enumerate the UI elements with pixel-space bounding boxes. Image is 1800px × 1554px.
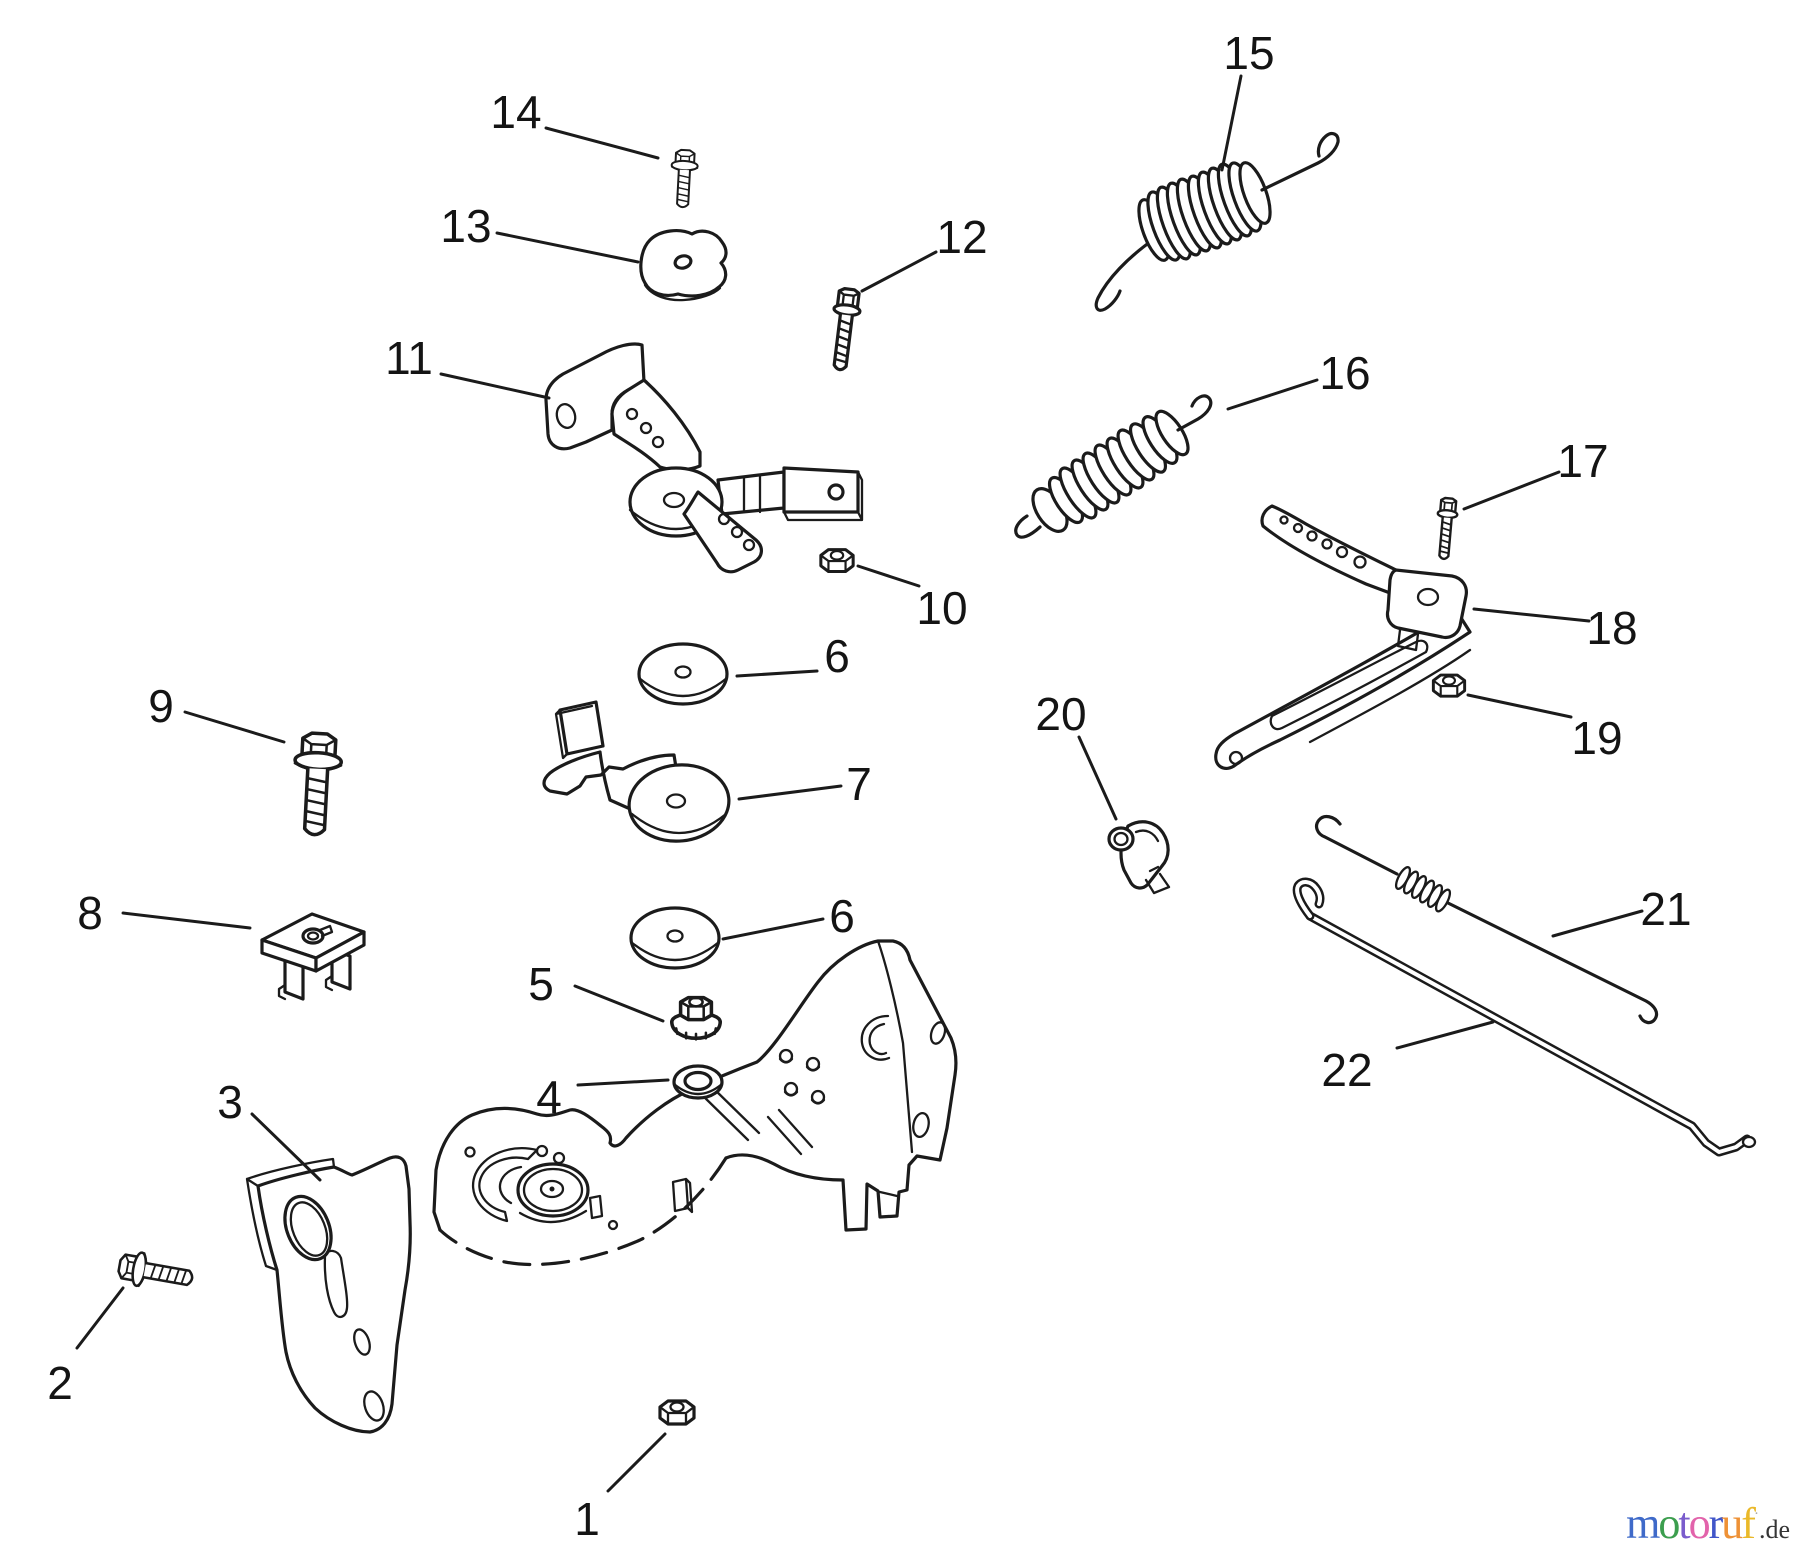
watermark-letter: m <box>1626 1499 1660 1548</box>
callout-label-8: 8 <box>77 887 103 939</box>
callout-leader-13 <box>495 231 640 264</box>
callout-label-7: 7 <box>846 758 872 810</box>
callout-label-16: 16 <box>1319 347 1370 399</box>
part-hex-bolt-small <box>668 148 700 209</box>
callout-label-22: 22 <box>1321 1044 1372 1096</box>
callout-leader-3 <box>250 1112 322 1182</box>
part-choke-lever <box>542 700 731 843</box>
callout-leader-7 <box>737 784 843 801</box>
callout-leader-22 <box>1395 1020 1495 1050</box>
callout-leader-1 <box>606 1432 667 1493</box>
part-friction-disc-upper <box>637 642 729 706</box>
part-washer <box>672 1064 724 1100</box>
callout-label-19: 19 <box>1571 712 1622 764</box>
part-nut-10 <box>819 548 855 574</box>
callout-label-18: 18 <box>1586 602 1637 654</box>
callout-leader-4 <box>576 1078 670 1087</box>
watermark-letter: u <box>1721 1499 1743 1548</box>
callout-label-6b: 6 <box>829 890 855 942</box>
callout-leader-19 <box>1466 693 1573 719</box>
watermark-letter: t <box>1678 1499 1690 1548</box>
part-governor-lever <box>1214 504 1472 770</box>
callout-label-3: 3 <box>217 1076 243 1128</box>
part-throttle-lever-assembly <box>544 342 864 574</box>
part-cam-plate <box>639 229 728 302</box>
callout-leader-11 <box>439 372 551 400</box>
callout-label-13: 13 <box>440 200 491 252</box>
watermark: motoruf·.de <box>1626 1502 1790 1546</box>
callouts: 14 13 12 15 11 16 17 10 18 6 9 19 20 7 8… <box>47 27 1691 1545</box>
part-governor-spring-wire <box>1314 814 1659 1025</box>
callout-label-20: 20 <box>1035 688 1086 740</box>
watermark-letter: o <box>1658 1499 1680 1548</box>
callout-leader-16 <box>1226 378 1319 411</box>
callout-label-5: 5 <box>528 958 554 1010</box>
callout-label-15: 15 <box>1223 27 1274 79</box>
part-clip-nut <box>260 912 366 1001</box>
callout-label-9: 9 <box>148 680 174 732</box>
part-screw-17 <box>1432 496 1460 561</box>
callout-leader-12 <box>860 250 938 293</box>
callout-leader-14 <box>544 126 660 160</box>
watermark-mark: · <box>1753 1506 1759 1522</box>
callout-label-12: 12 <box>936 211 987 263</box>
watermark-letter: r <box>1708 1499 1724 1548</box>
part-nut-1 <box>658 1399 696 1426</box>
part-extension-spring-large <box>1094 131 1340 312</box>
callout-leader-6b <box>721 917 825 941</box>
watermark-letter: o <box>1688 1499 1711 1548</box>
callout-leader-5 <box>573 984 665 1023</box>
callout-leader-9 <box>183 710 286 744</box>
part-friction-disc-lower <box>629 906 721 970</box>
callout-label-2: 2 <box>47 1357 73 1409</box>
callout-label-17: 17 <box>1557 435 1608 487</box>
callout-leader-15 <box>1220 74 1243 172</box>
callout-label-21: 21 <box>1640 883 1691 935</box>
part-extension-spring-small <box>1014 394 1213 539</box>
part-hex-bolt-2 <box>115 1247 197 1297</box>
callout-leader-20 <box>1077 735 1118 821</box>
callout-leader-6a <box>735 669 819 678</box>
callout-leader-17 <box>1462 470 1561 511</box>
callout-leader-8 <box>121 911 252 930</box>
part-nut-19 <box>1431 673 1467 698</box>
callout-leader-10 <box>856 564 921 588</box>
part-screw <box>825 286 865 373</box>
callout-label-11: 11 <box>385 332 433 384</box>
part-engine-control-plate <box>245 939 958 1434</box>
callout-label-6a: 6 <box>824 630 850 682</box>
callout-leader-21 <box>1551 909 1644 938</box>
watermark-word: motoruf <box>1626 1499 1756 1548</box>
part-flange-lock-nut <box>670 995 722 1041</box>
part-hex-flange-bolt <box>289 730 345 838</box>
part-throttle-rod <box>1292 877 1757 1157</box>
callout-label-1: 1 <box>574 1493 600 1545</box>
watermark-suffix: .de <box>1758 1515 1790 1544</box>
callout-label-14: 14 <box>490 86 541 138</box>
part-cable-clamp <box>1107 820 1171 895</box>
callout-leader-2 <box>75 1286 125 1350</box>
callout-label-10: 10 <box>916 582 967 634</box>
callout-leader-18 <box>1472 607 1591 623</box>
callout-label-4: 4 <box>536 1071 562 1123</box>
watermark-letter: f <box>1741 1499 1756 1548</box>
